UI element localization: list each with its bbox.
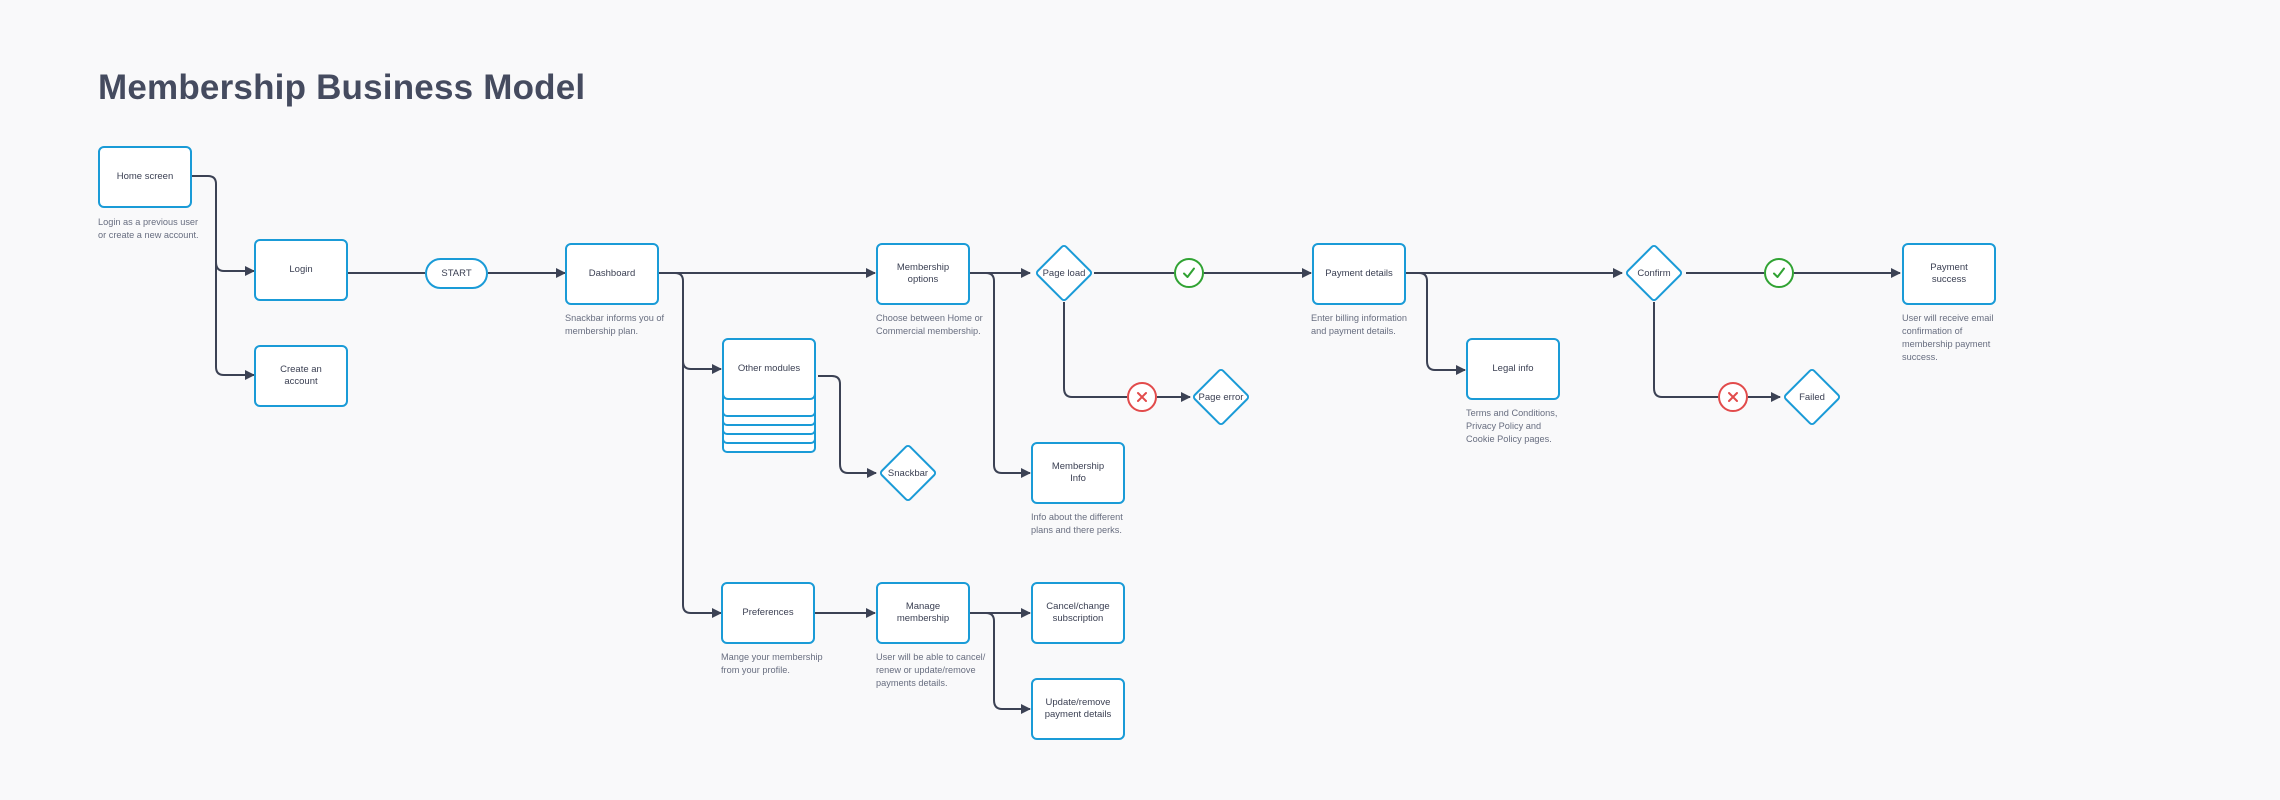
node-failed-label: Failed [1799,391,1825,403]
node-cancel-change: Cancel/change subscription [1031,582,1125,644]
error-cross-icon [1718,382,1748,412]
desc-legal-info: Terms and Conditions, Privacy Policy and… [1466,408,1558,444]
connector-options-info [970,272,1031,478]
desc-preferences: Mange your membership from your profile. [721,652,823,675]
desc-payment-details: Enter billing information and payment de… [1311,313,1408,336]
success-check-icon [1174,258,1204,288]
connector-confirm-fail [1653,302,1718,398]
node-snackbar: Snackbar [878,443,938,503]
node-payment-success: Payment success [1902,243,1996,305]
node-confirm-label: Confirm [1637,267,1671,279]
node-membership-info: Membership Info [1031,442,1125,504]
node-dashboard: Dashboard [565,243,659,305]
desc-dashboard: Snackbar informs you of membership plan. [565,313,665,336]
connector-othermodules-snackbar [818,375,877,478]
desc-home-screen: Login as a previous user or create a new… [98,217,199,240]
node-login: Login [254,239,348,301]
node-page-error-label: Page error [1198,391,1244,403]
node-preferences: Preferences [721,582,815,644]
connector-dashboard-othermodules [682,360,722,374]
desc-membership-options: Choose between Home or Commercial member… [876,313,983,336]
page-title: Membership Business Model [98,68,586,107]
node-page-load-label: Page load [1042,267,1086,279]
node-start: START [425,258,488,289]
node-legal-info: Legal info [1466,338,1560,400]
node-membership-options: Membership options [876,243,970,305]
desc-membership-info: Info about the different plans and there… [1031,512,1123,535]
node-snackbar-label: Snackbar [887,467,929,479]
connector-pageload-fail [1063,302,1127,398]
node-update-remove: Update/remove payment details [1031,678,1125,740]
connector-payment-legal [1406,272,1466,375]
node-other-modules: Other modules [722,338,816,400]
node-page-error: Page error [1191,367,1251,427]
node-manage-membership: Manage membership [876,582,970,644]
node-home-screen: Home screen [98,146,192,208]
node-create-account: Create an account [254,345,348,407]
node-confirm: Confirm [1624,243,1684,303]
desc-payment-success: User will receive email confirmation of … [1902,313,1994,362]
error-cross-icon [1127,382,1157,412]
connector-home-create [215,262,255,380]
connector-manage-update [970,612,1031,714]
node-payment-details: Payment details [1312,243,1406,305]
connector-dashboard-preferences [682,604,722,618]
desc-manage-membership: User will be able to cancel/ renew or up… [876,652,986,688]
node-page-load: Page load [1034,243,1094,303]
connector-dashboard-branch [659,272,684,605]
success-check-icon [1764,258,1794,288]
node-failed: Failed [1782,367,1842,427]
connector-home-login [192,175,255,276]
